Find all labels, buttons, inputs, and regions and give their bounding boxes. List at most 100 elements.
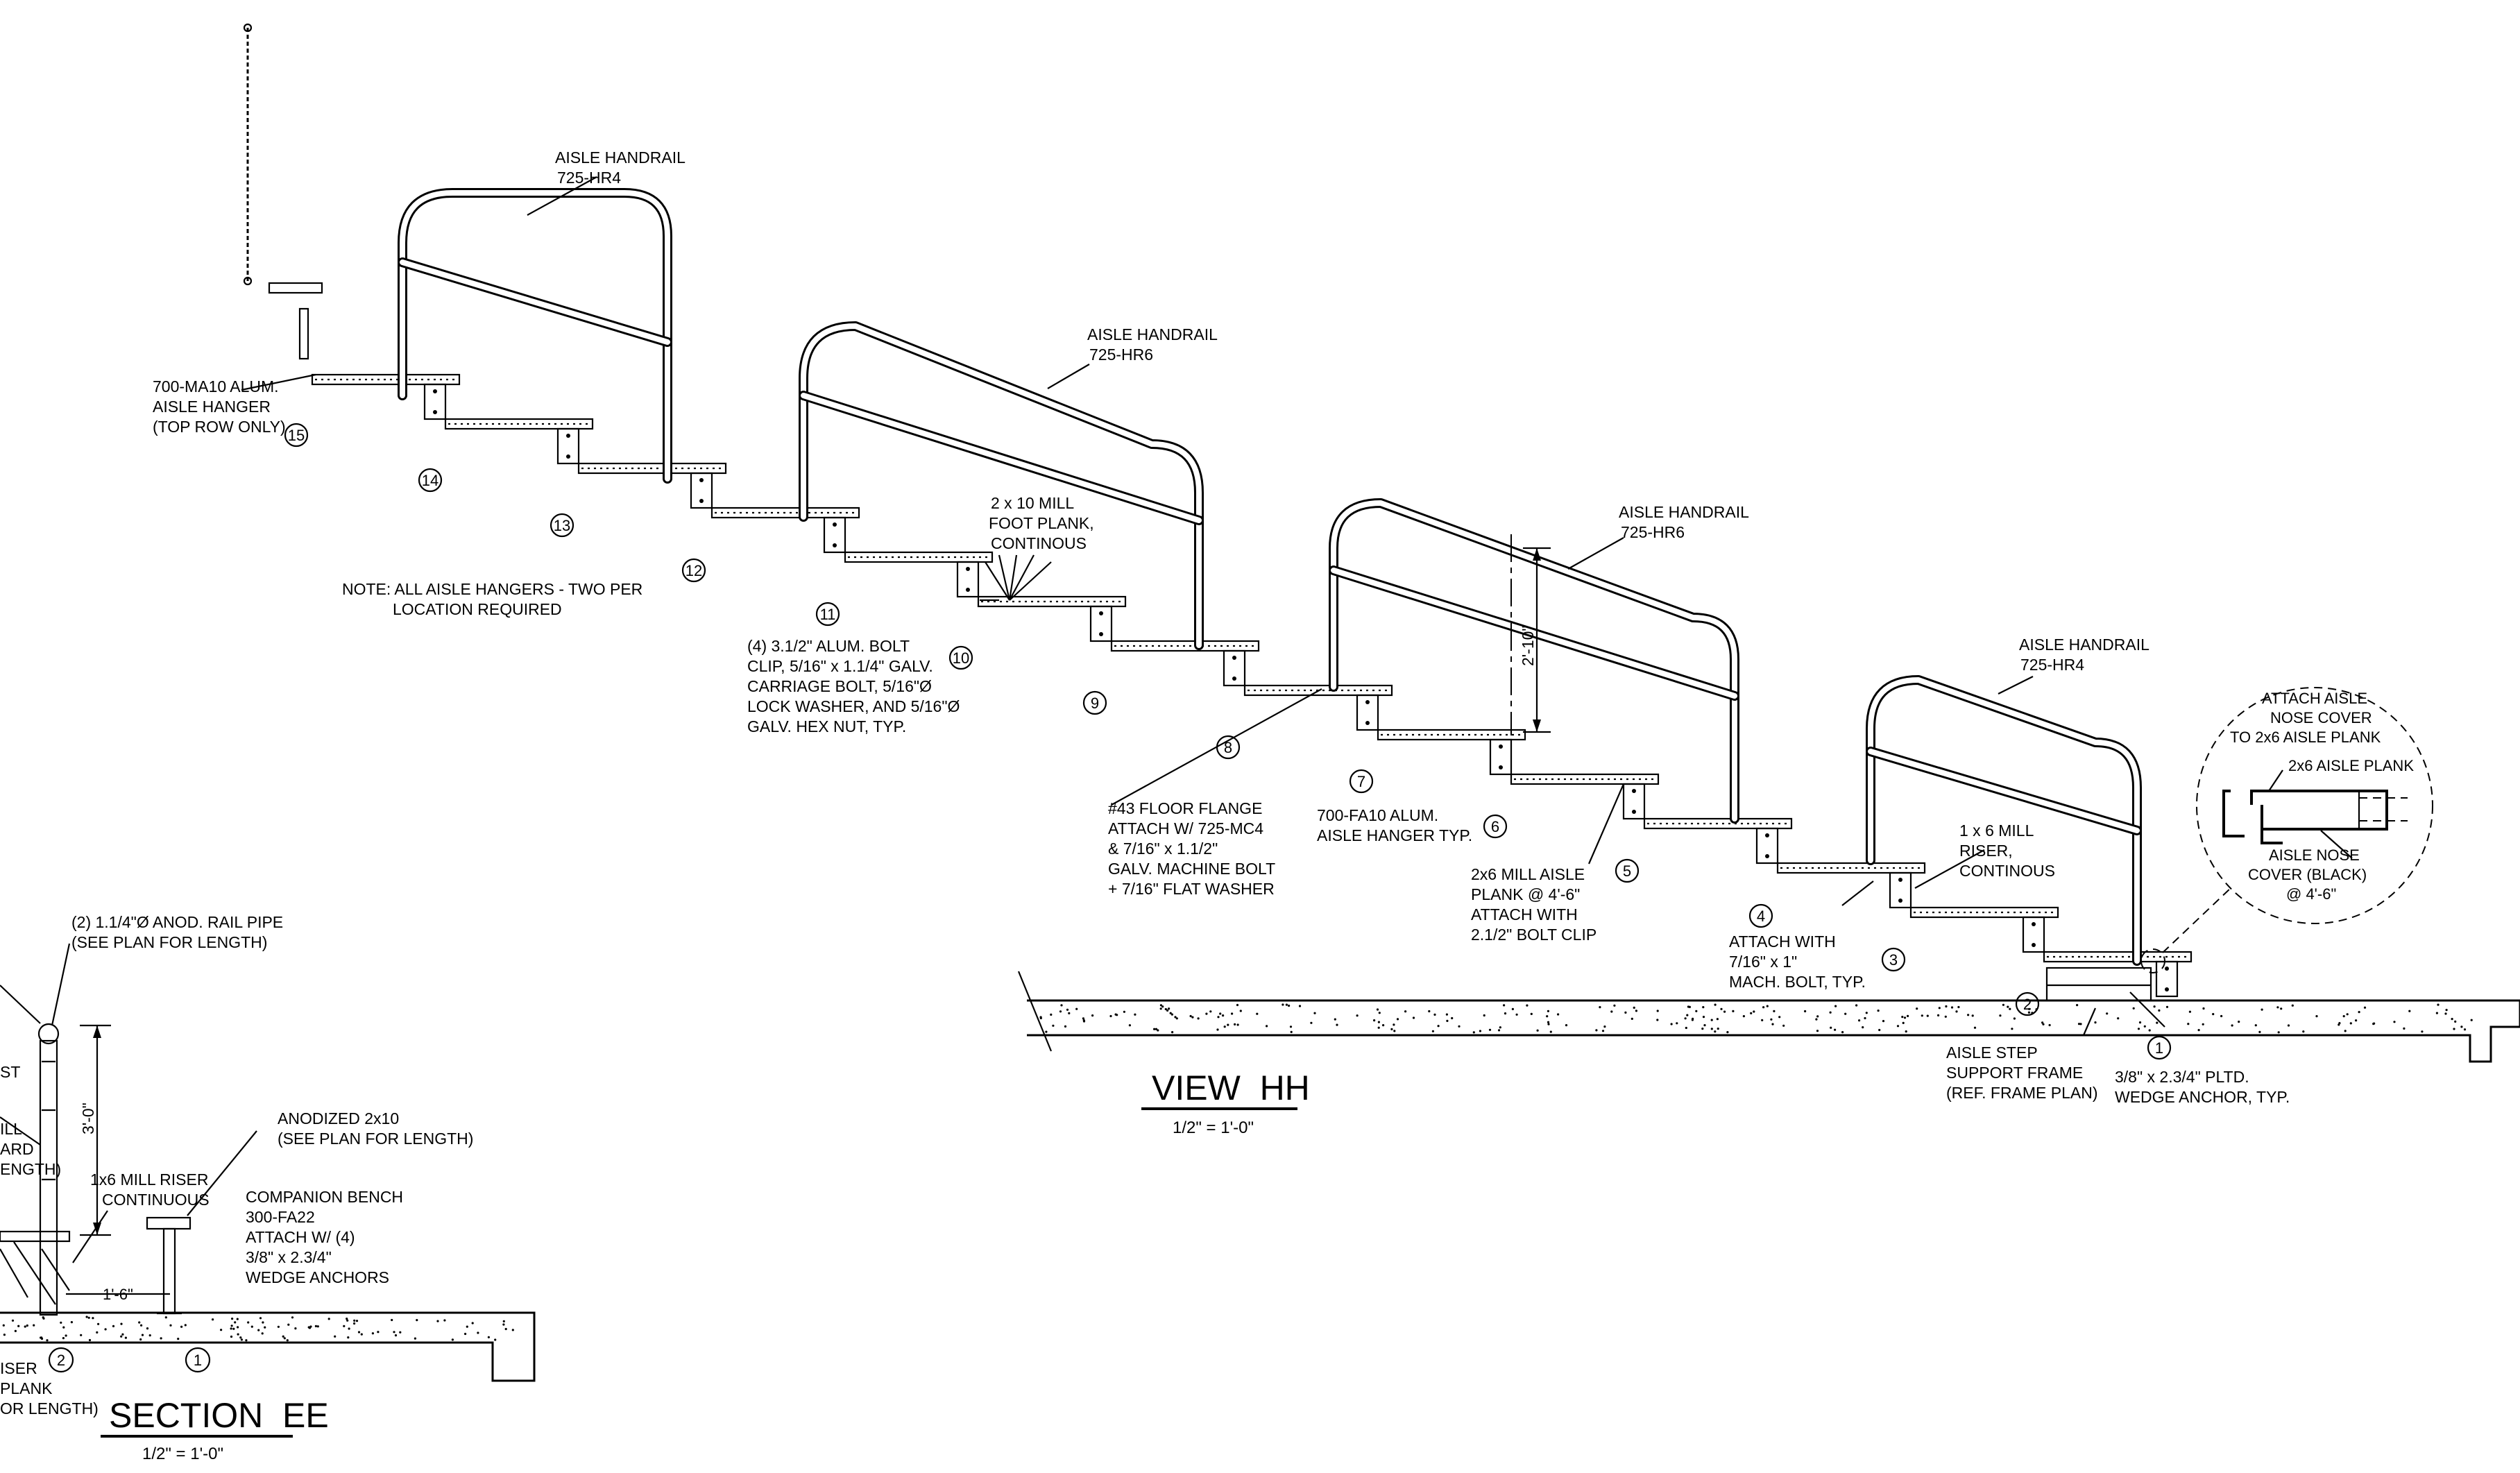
concrete-speckle <box>487 1336 491 1338</box>
concrete-speckle <box>1685 1026 1687 1030</box>
concrete-speckle <box>1723 1010 1726 1013</box>
concrete-speckle <box>346 1318 348 1320</box>
concrete-speckle <box>2048 1023 2051 1027</box>
concrete-speckle <box>169 1324 172 1327</box>
concrete-speckle <box>343 1325 346 1327</box>
concrete-speckle <box>1234 1023 1236 1025</box>
concrete-speckle <box>1829 1011 1832 1014</box>
concrete-speckle <box>1815 1018 1818 1021</box>
concrete-speckle <box>239 1336 242 1339</box>
concrete-speckle <box>1159 1004 1162 1007</box>
concrete-speckle <box>1059 1010 1062 1013</box>
concrete-speckle <box>97 1322 100 1325</box>
callout-line: & 7/16" x 1.1/2" <box>1108 840 1218 858</box>
concrete-speckle <box>1377 1026 1380 1029</box>
callout-line: AISLE HANGER TYP. <box>1317 826 1472 844</box>
concrete-speckle <box>2258 1030 2261 1033</box>
concrete-speckle <box>2042 1023 2045 1025</box>
concrete-speckle <box>85 1316 88 1318</box>
callout-line: ST <box>0 1063 20 1081</box>
concrete-speckle <box>1164 1007 1167 1011</box>
concrete-speckle <box>1771 1023 1774 1025</box>
top-hanger-chain <box>243 23 323 360</box>
concrete-speckle <box>2117 1017 2120 1020</box>
svg-text:4: 4 <box>1757 908 1765 925</box>
stair-riser <box>2155 960 2179 998</box>
callout-line: FOOT PLANK, <box>989 514 1094 532</box>
callout-top-hanger: 700-MA10 ALUM. AISLE HANGER (TOP ROW ONL… <box>153 377 286 436</box>
stair-riser <box>1489 738 1513 776</box>
concrete-speckle <box>1631 1017 1633 1020</box>
callout-line: CLIP, 5/16" x 1.1/4" GALV. <box>747 657 933 675</box>
callout-line: ENGTH) <box>0 1160 61 1178</box>
concrete-speckle <box>1695 1010 1698 1012</box>
concrete-speckle <box>414 1337 417 1340</box>
concrete-speckle <box>1189 1014 1192 1018</box>
callout-line: 2x6 AISLE PLANK <box>2288 757 2414 774</box>
concrete-speckle <box>355 1320 359 1322</box>
concrete-speckle <box>511 1329 514 1331</box>
concrete-speckle <box>1045 1030 1048 1033</box>
concrete-speckle <box>2470 1019 2473 1021</box>
concrete-speckle <box>1082 1019 1085 1022</box>
concrete-speckle <box>1222 1014 1225 1017</box>
concrete-speckle <box>1483 1014 1485 1017</box>
bolt-icon <box>1765 854 1769 858</box>
concrete-speckle <box>1938 1007 1941 1010</box>
svg-text:3: 3 <box>1889 951 1898 969</box>
concrete-speckle <box>1858 1019 1861 1022</box>
callout-line: (2) 1.1/4"Ø ANOD. RAIL PIPE <box>71 913 283 931</box>
stair-tread <box>1377 729 1526 741</box>
concrete-speckle <box>357 1331 361 1334</box>
row-marker: 7 <box>1349 769 1374 794</box>
concrete-speckle <box>394 1334 398 1337</box>
concrete-speckle <box>1656 1019 1659 1021</box>
callout-line: 2.1/2" BOLT CLIP <box>1471 926 1597 944</box>
stair-riser <box>2022 916 2045 953</box>
concrete-speckle <box>1376 1008 1379 1011</box>
concrete-speckle <box>1298 1005 1302 1007</box>
bolt-icon <box>1232 656 1236 660</box>
callout-line: 725-HR4 <box>557 169 621 187</box>
concrete-speckle <box>1169 1012 1172 1014</box>
callout-line: ATTACH WITH <box>1729 933 1836 951</box>
concrete-speckle <box>416 1319 418 1322</box>
concrete-speckle <box>1742 1015 1745 1018</box>
bolt-icon <box>699 478 704 482</box>
concrete-speckle <box>2013 1017 2016 1020</box>
concrete-speckle <box>247 1321 250 1324</box>
section-scale: 1/2" = 1'-0" <box>142 1445 223 1463</box>
concrete-speckle <box>26 1324 28 1327</box>
callout-line: ATTACH W/ (4) <box>246 1228 355 1246</box>
concrete-speckle <box>2106 1012 2109 1015</box>
concrete-speckle <box>1310 1021 1313 1024</box>
concrete-speckle <box>2220 1014 2223 1018</box>
concrete-speckle <box>1290 1030 1293 1033</box>
concrete-speckle <box>230 1325 233 1327</box>
concrete-speckle <box>1231 1012 1234 1015</box>
concrete-speckle <box>88 1338 92 1342</box>
concrete-speckle <box>1377 1021 1380 1023</box>
concrete-speckle <box>2007 1005 2009 1008</box>
concrete-speckle <box>2094 1021 2097 1024</box>
concrete-speckle <box>1864 1016 1866 1020</box>
concrete-speckle <box>1191 1016 1194 1019</box>
concrete-speckle <box>327 1318 330 1320</box>
concrete-speckle <box>2338 1022 2341 1025</box>
callout-line: GALV. HEX NUT, TYP. <box>747 717 906 735</box>
row-markers: 15 14 13 12 11 10 9 8 7 6 5 4 3 2 1 <box>284 423 2172 1060</box>
concrete-speckle <box>1159 1007 1162 1010</box>
concrete-speckle <box>1633 1006 1635 1009</box>
callout-line: PLANK @ 4'-6" <box>1471 885 1580 903</box>
concrete-speckle <box>2197 1029 2200 1032</box>
concrete-speckle <box>1219 1012 1222 1015</box>
concrete-speckle <box>264 1326 266 1329</box>
svg-text:2: 2 <box>57 1352 65 1369</box>
concrete-speckle <box>180 1325 183 1328</box>
row-marker: 3 <box>1881 947 1906 972</box>
concrete-speckle <box>262 1321 264 1324</box>
svg-text:15: 15 <box>288 427 305 444</box>
concrete-speckle <box>104 1328 107 1331</box>
concrete-speckle <box>1903 1016 1907 1019</box>
concrete-speckle <box>1236 1023 1239 1026</box>
